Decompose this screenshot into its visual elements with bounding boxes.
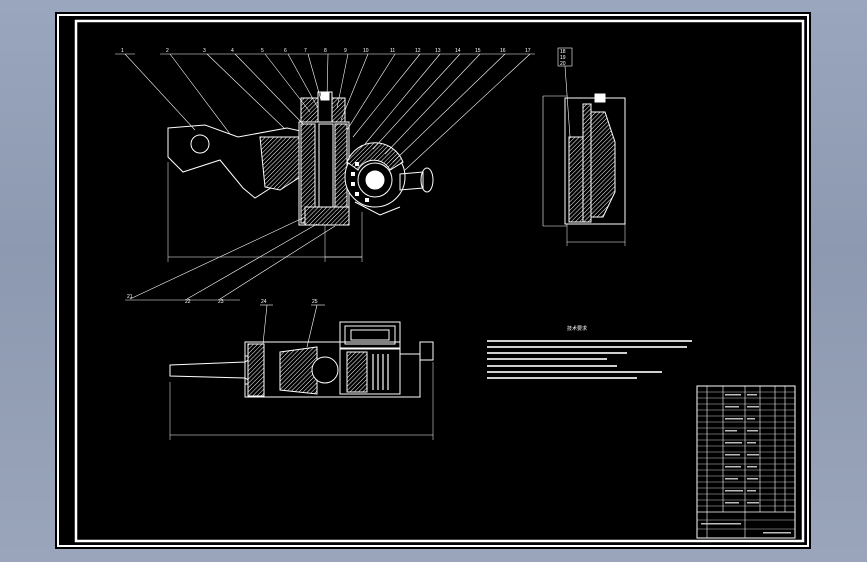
balloon-labels: 1 2 3 4 5 6 7 8 9 10 11 12 13 14 15 16 1… (121, 48, 566, 305)
balloon-6: 6 (284, 48, 287, 54)
angled-plate (354, 201, 401, 216)
balloon-22: 22 (185, 299, 191, 305)
inner-frame (74, 19, 805, 543)
balloon-21: 21 (127, 294, 133, 300)
balloon-2: 2 (166, 48, 169, 54)
bottom-left-leaders (125, 216, 336, 301)
balloon-20: 20 (560, 61, 566, 67)
outer-frame (57, 14, 809, 547)
sheet-background (55, 12, 811, 549)
balloon-19: 19 (560, 55, 566, 61)
side-leaders (557, 47, 573, 138)
parts-list-rows (697, 391, 795, 530)
balloon-25: 25 (312, 299, 318, 305)
section-cam (279, 346, 318, 395)
notes-title: 技术要求 (567, 325, 587, 332)
section-top-box-1 (339, 321, 401, 349)
gear-teeth (351, 162, 369, 202)
section-leaders (260, 304, 325, 348)
section-gear-block (339, 348, 401, 395)
section-gear-hatch (346, 351, 368, 393)
side-view (542, 93, 626, 246)
balloon-17: 17 (525, 48, 531, 54)
arm-hole (190, 134, 210, 154)
section-top-box-3 (350, 329, 390, 341)
balloon-4: 4 (231, 48, 234, 54)
side-cam (590, 111, 616, 218)
section-gear-teeth (372, 354, 389, 390)
balloon-24: 24 (261, 299, 267, 305)
balloon-18: 18 (560, 49, 566, 55)
title-block (696, 385, 796, 539)
balloon-1: 1 (121, 48, 124, 54)
balloon-5: 5 (261, 48, 264, 54)
notes-lines (487, 340, 692, 379)
balloon-10: 10 (363, 48, 369, 54)
balloon-23: 23 (218, 299, 224, 305)
balloon-16: 16 (500, 48, 506, 54)
top-leaders (115, 53, 535, 171)
section-view (169, 321, 434, 440)
knob (420, 167, 434, 193)
balloon-15: 15 (475, 48, 481, 54)
balloon-12: 12 (415, 48, 421, 54)
top-screw-head (320, 91, 330, 101)
side-plate-hatch (568, 136, 584, 223)
technical-notes: 技术要求 (487, 325, 692, 379)
gear-boss-inner (357, 162, 393, 198)
balloon-8: 8 (324, 48, 327, 54)
side-top-tab (594, 93, 606, 103)
balloon-3: 3 (203, 48, 206, 54)
balloon-7: 7 (304, 48, 307, 54)
balloon-11: 11 (390, 48, 395, 54)
side-rail (582, 103, 592, 223)
balloon-14: 14 (455, 48, 461, 54)
drawing-sheet: 技术要求 (55, 12, 811, 549)
section-cam-hole (311, 356, 339, 384)
section-wall-left (247, 343, 265, 397)
gear-boss-center (365, 170, 385, 190)
bottom-base (304, 206, 350, 226)
section-top-box-2 (344, 325, 396, 345)
balloon-9: 9 (344, 48, 347, 54)
parts-list-text (701, 394, 791, 534)
title-block-frame (696, 385, 796, 539)
balloon-13: 13 (435, 48, 441, 54)
arm-hatch (259, 136, 301, 191)
